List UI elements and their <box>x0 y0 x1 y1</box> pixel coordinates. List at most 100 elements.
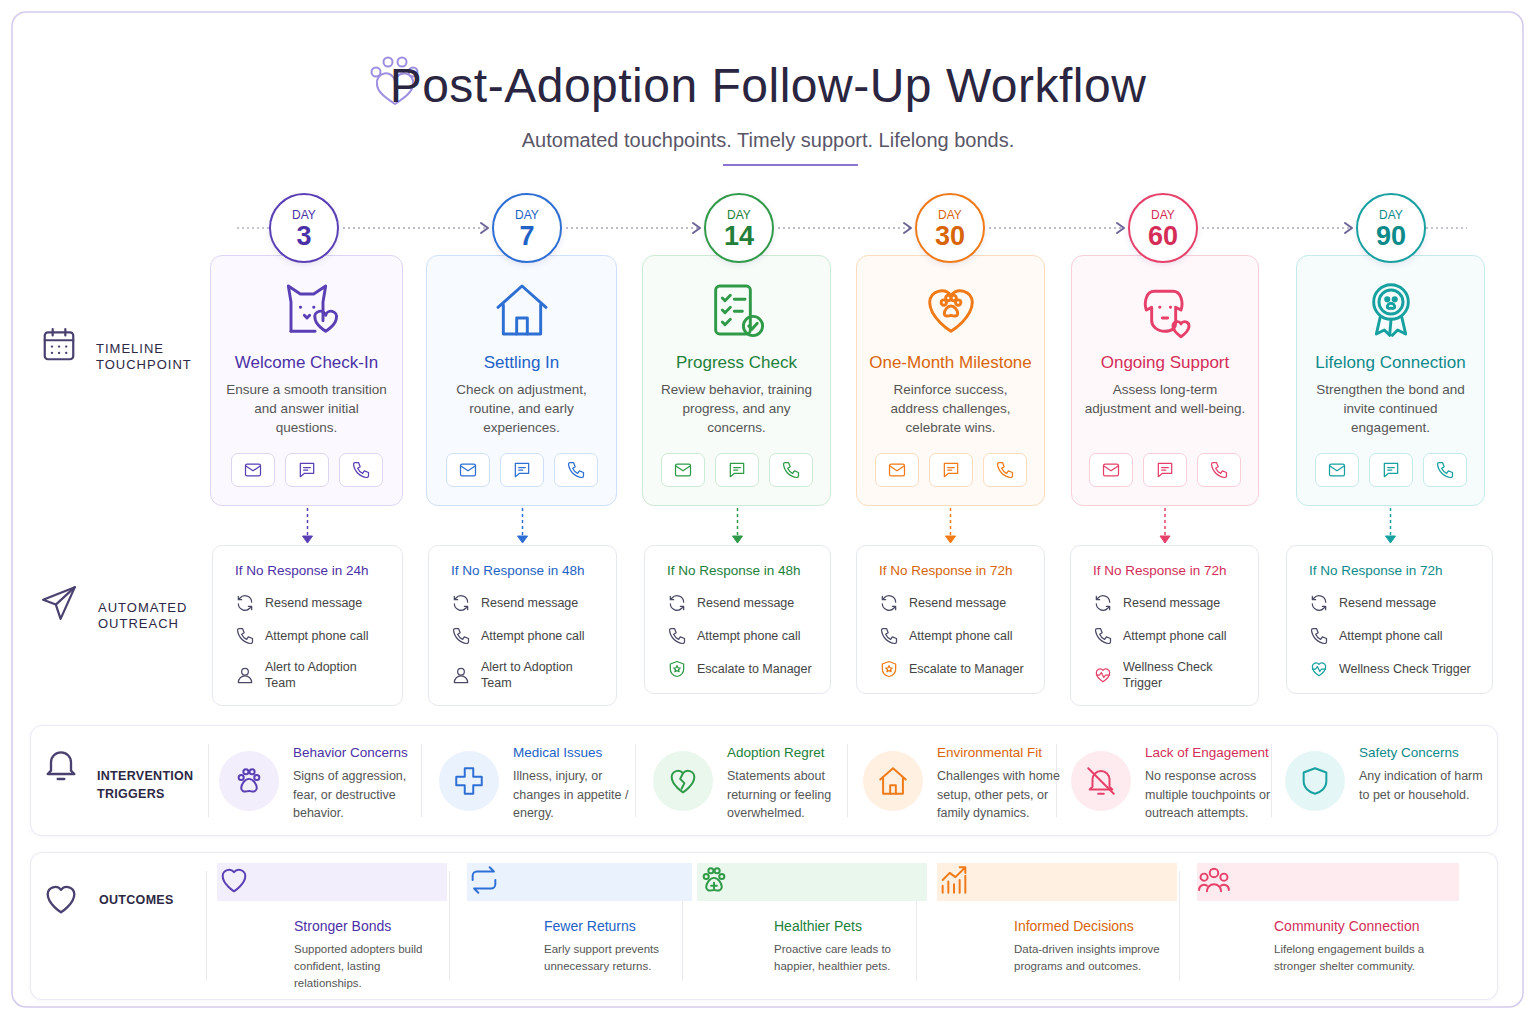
outreach-step: Alert to Adoption Team <box>235 659 388 691</box>
mail-icon <box>458 460 478 480</box>
outreach-step-text: Resend message <box>697 595 794 611</box>
band-label: OUTCOMES <box>99 891 211 909</box>
outreach-step-text: Alert to Adoption Team <box>265 659 388 691</box>
connector <box>303 508 313 543</box>
channel-button <box>661 453 705 487</box>
mail-icon <box>1327 460 1347 480</box>
outreach-box: If No Response in 24hResend messageAttem… <box>212 545 403 706</box>
item-description: Statements about returning or feeling ov… <box>727 767 853 823</box>
outreach-step-text: Attempt phone call <box>1339 628 1443 644</box>
outreach-step: Wellness Check Trigger <box>1093 659 1244 691</box>
day-circle: DAY60 <box>1128 193 1198 263</box>
arrowhead <box>904 223 911 233</box>
day-number: 14 <box>724 222 754 250</box>
item-description: Lifelong engagement builds a stronger sh… <box>1274 941 1459 975</box>
outreach-step-text: Resend message <box>1123 595 1220 611</box>
connector-line <box>343 227 488 229</box>
arrowhead <box>1345 223 1352 233</box>
phone-icon <box>235 626 255 646</box>
arrowhead <box>1160 536 1170 543</box>
item-description: Supported adopters build confident, last… <box>294 941 447 992</box>
channel-button <box>1089 453 1133 487</box>
channel-buttons <box>1089 453 1241 487</box>
shield-icon <box>667 659 687 679</box>
channel-button <box>875 453 919 487</box>
icon-badge <box>1285 751 1345 811</box>
connector-line <box>989 227 1124 229</box>
band-label: INTERVENTION TRIGGERS <box>97 767 209 803</box>
connector-line <box>566 227 700 229</box>
item-text: Healthier PetsProactive care leads to ha… <box>774 901 927 975</box>
item-title: Behavior Concerns <box>293 744 414 762</box>
outreach-step: Attempt phone call <box>451 626 602 646</box>
connector <box>1386 508 1396 543</box>
outreach-step-text: Resend message <box>1339 595 1436 611</box>
phone-icon <box>451 626 471 646</box>
outreach-step: Resend message <box>667 593 816 613</box>
outreach-box: If No Response in 72hResend messageAttem… <box>856 545 1045 694</box>
outreach-step-text: Alert to Adoption Team <box>481 659 602 691</box>
item-text: Medical IssuesIllness, injury, or change… <box>513 744 644 823</box>
phone-icon <box>1093 626 1113 646</box>
card-title: Progress Check <box>676 352 797 373</box>
outreach-heading: If No Response in 48h <box>667 562 816 580</box>
item-text: Stronger BondsSupported adopters build c… <box>294 901 447 992</box>
refresh-icon <box>879 593 899 613</box>
connector <box>1202 223 1352 233</box>
phone-icon <box>995 460 1015 480</box>
outreach-step-text: Resend message <box>909 595 1006 611</box>
card-title: Ongoing Support <box>1101 352 1230 373</box>
day-label: DAY <box>292 209 316 222</box>
connector-line <box>778 227 911 229</box>
day-number: 60 <box>1148 222 1178 250</box>
row-label: TIMELINE TOUCHPOINT <box>96 341 208 373</box>
icon-badge <box>653 751 713 811</box>
channel-buttons <box>1315 453 1467 487</box>
chat-icon <box>297 460 317 480</box>
house-icon <box>876 764 910 798</box>
outreach-step: Resend message <box>1309 593 1478 613</box>
band-divider <box>208 744 209 817</box>
heart-icon <box>41 879 81 919</box>
bellslash-icon <box>1084 764 1118 798</box>
item-description: Signs of aggression, fear, or destructiv… <box>293 767 414 823</box>
heart-icon <box>217 863 251 897</box>
day-label: DAY <box>727 209 751 222</box>
outreach-heading: If No Response in 72h <box>879 562 1030 580</box>
channel-button <box>231 453 275 487</box>
channel-button <box>769 453 813 487</box>
refresh-icon <box>235 593 255 613</box>
band-divider <box>1179 871 1180 981</box>
outreach-step-text: Attempt phone call <box>697 628 801 644</box>
band-item: Adoption RegretStatements about returnin… <box>653 736 853 823</box>
diagram-title: Post-Adoption Follow-Up Workflow <box>0 56 1536 116</box>
outreach-heading: If No Response in 48h <box>451 562 602 580</box>
day-circle: DAY3 <box>269 193 339 263</box>
outreach-box: If No Response in 48hResend messageAttem… <box>644 545 831 694</box>
channel-button <box>285 453 329 487</box>
item-description: Data-driven insights improve programs an… <box>1014 941 1177 975</box>
day-circle: DAY7 <box>492 193 562 263</box>
outreach-step: Escalate to Manager <box>667 659 816 679</box>
chart-icon <box>937 863 971 897</box>
icon-badge <box>863 751 923 811</box>
item-title: Safety Concerns <box>1359 744 1490 762</box>
cross-icon <box>452 764 486 798</box>
broken-icon <box>666 764 700 798</box>
channel-button <box>554 453 598 487</box>
band-item: Behavior ConcernsSigns of aggression, fe… <box>219 736 414 823</box>
channel-button <box>500 453 544 487</box>
outreach-step: Attempt phone call <box>667 626 816 646</box>
phone-icon <box>1209 460 1229 480</box>
outreach-step: Resend message <box>451 593 602 613</box>
icon-badge <box>467 863 692 901</box>
outreach-step: Resend message <box>879 593 1030 613</box>
icon-badge <box>439 751 499 811</box>
check-icon <box>705 278 769 342</box>
channel-button <box>715 453 759 487</box>
item-text: Community ConnectionLifelong engagement … <box>1274 901 1459 975</box>
diagram-subtitle: Automated touchpoints. Timely support. L… <box>0 127 1536 153</box>
card-title: Settling In <box>484 352 560 373</box>
arrowhead <box>693 223 700 233</box>
outreach-step-text: Resend message <box>481 595 578 611</box>
